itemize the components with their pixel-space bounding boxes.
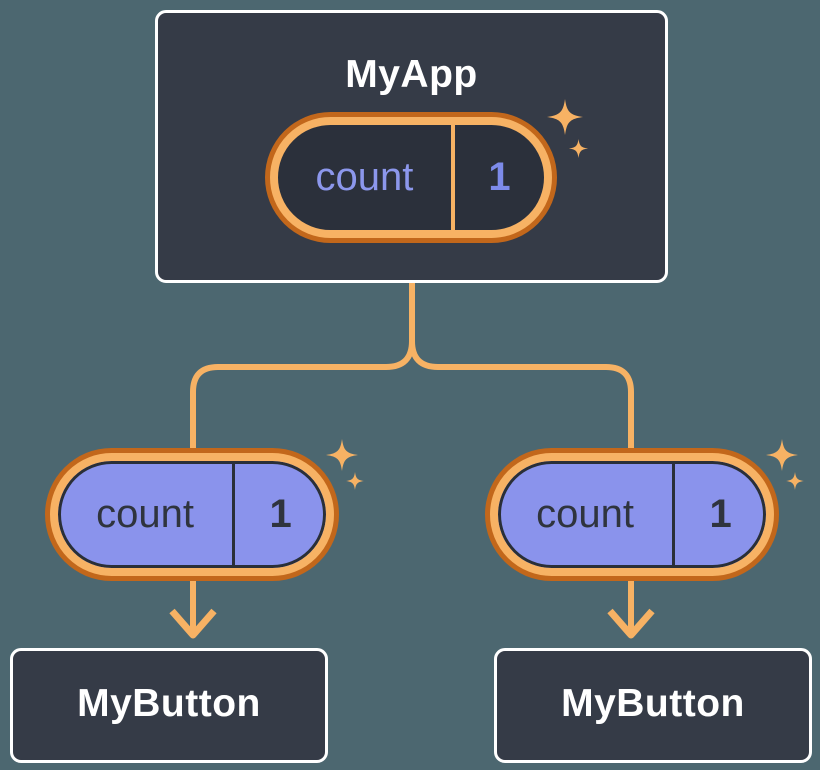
pill-divider	[232, 461, 236, 568]
prop-value: 1	[269, 492, 292, 536]
sparkle-icon	[326, 439, 358, 471]
sparkle-icon	[346, 472, 364, 490]
sparkle-icon	[569, 139, 588, 158]
pill-divider	[672, 461, 676, 568]
prop-pill: count 1	[490, 453, 774, 576]
prop-pill-group-left: count 1	[45, 439, 364, 581]
component-title: MyButton	[561, 681, 745, 725]
sparkle-icon	[547, 99, 583, 135]
sparkle-icon	[766, 439, 798, 471]
prop-name: count	[96, 492, 195, 536]
prop-value: 1	[709, 492, 732, 536]
prop-pill: count 1	[50, 453, 334, 576]
pill-divider	[450, 125, 455, 230]
arrow-head-left	[169, 608, 217, 639]
state-pill: count 1	[270, 117, 552, 238]
fork-connector-right	[409, 283, 634, 634]
sparkle-icon	[786, 472, 804, 490]
state-pill-group: count 1	[265, 99, 588, 243]
state-value: 1	[488, 155, 511, 199]
component-title: MyButton	[77, 681, 261, 725]
component-card-mybutton-left: MyButton	[10, 648, 328, 763]
arrow-head-right	[607, 608, 655, 639]
prop-pill-group-right: count 1	[485, 439, 804, 581]
component-title: MyApp	[345, 53, 478, 96]
component-card-mybutton-right: MyButton	[494, 648, 812, 763]
state-name: count	[315, 155, 414, 199]
prop-name: count	[536, 492, 635, 536]
